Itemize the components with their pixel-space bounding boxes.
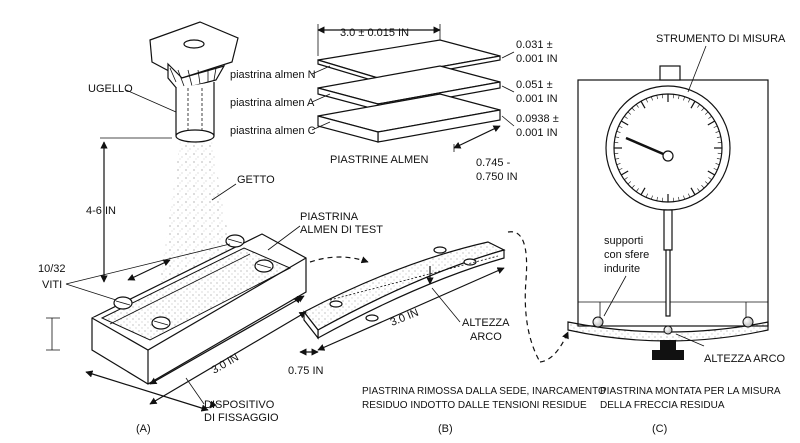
arc-height-c-label: ALTEZZA ARCO: [704, 353, 786, 365]
dial-tick: [678, 196, 680, 201]
almen-strips-stack: 3.0 ± 0.015 IN piastrina almen N piastri…: [230, 24, 559, 183]
dial-tick: [615, 136, 620, 138]
dial-tick: [620, 170, 629, 176]
dial-tick: [651, 96, 653, 101]
thickness-a-label-1: 0.051 ±: [516, 79, 553, 91]
dial-tick: [616, 131, 621, 133]
dial-tick: [716, 158, 721, 160]
supports-label-1: supporti: [604, 235, 643, 247]
panel-b: 3.0 IN 0.75 IN ALTEZZA ARCO PIASTRINA RI…: [288, 231, 606, 435]
screw-size-label: 10/32: [38, 263, 66, 275]
nozzle-label: UGELLO: [88, 83, 133, 95]
dial-tick: [701, 184, 705, 189]
thickness-c-label-1: 0.0938 ±: [516, 113, 559, 125]
dial-tick: [707, 120, 716, 126]
thickness-n-label-1: 0.031 ±: [516, 39, 553, 51]
panel-c: STRUMENTO DI MISURA supporti con sfere i…: [567, 33, 786, 435]
fixture-length-label: 3.0 IN: [210, 352, 241, 377]
test-strip-label-2: ALMEN DI TEST: [300, 224, 383, 236]
dial-tick: [640, 100, 646, 109]
c-caption-2: DELLA FRECCIA RESIDUA: [600, 400, 725, 411]
strip-length-label: 3.0 ± 0.015 IN: [340, 27, 409, 39]
dial-tick: [688, 98, 691, 103]
dial-tick: [701, 107, 705, 112]
dial-tick: [624, 116, 628, 119]
dial-tick: [624, 177, 628, 180]
b-length-label: 3.0 IN: [389, 307, 421, 329]
b-caption-2: RESIDUO INDOTTO DALLE TENSIONI RESIDUE: [362, 400, 587, 411]
dial-tick: [713, 168, 718, 171]
dial-tick: [627, 111, 632, 115]
dial-tick: [704, 181, 709, 185]
strip-c-label: piastrina almen C: [230, 125, 316, 137]
dial-tick: [697, 188, 700, 192]
dial-tick: [697, 104, 700, 108]
thickness-c-label-2: 0.001 IN: [516, 127, 558, 139]
arc-height-label-2: ARCO: [470, 331, 502, 343]
dial-tick: [656, 196, 658, 201]
dial-tick: [708, 177, 712, 180]
strip-n-label: piastrina almen N: [230, 69, 316, 81]
screws-label: VITI: [42, 279, 62, 291]
c-caption-1: PIASTRINA MONTATA PER LA MISURA: [600, 386, 781, 397]
mounted-strip: [567, 321, 769, 342]
dial-tick: [708, 116, 712, 119]
nozzle-icon: [149, 21, 239, 143]
panel-b-label: (B): [438, 423, 453, 435]
dial-tick: [618, 168, 623, 171]
dial-tick: [690, 100, 696, 109]
dial-tick: [636, 104, 639, 108]
arc-height-label-1: ALTEZZA: [462, 317, 510, 329]
dial-gauge-icon: [605, 65, 731, 317]
dial-tick: [690, 187, 696, 196]
dial-tick: [715, 131, 720, 133]
thickness-n-label-2: 0.001 IN: [516, 53, 558, 65]
gauge-title: STRUMENTO DI MISURA: [656, 33, 786, 45]
dial-tick: [651, 195, 653, 200]
dial-tick: [716, 136, 721, 138]
strip-a-label: piastrina almen A: [230, 97, 315, 109]
dial-tick: [688, 193, 691, 198]
dial-tick: [704, 111, 709, 115]
dial-tick: [640, 187, 646, 196]
supports-label-3: indurite: [604, 263, 640, 275]
b-width-label: 0.75 IN: [288, 365, 324, 377]
strip-width-label-1: 0.745 -: [476, 157, 511, 169]
dial-tick: [678, 95, 680, 100]
dial-tick: [620, 120, 629, 126]
dial-tick: [616, 163, 621, 165]
panel-c-label: (C): [652, 423, 667, 435]
dial-tick: [683, 195, 685, 200]
thickness-a-label-2: 0.001 IN: [516, 93, 558, 105]
dial-tick: [636, 188, 639, 192]
dial-tick: [707, 170, 716, 176]
supports-label-2: con sfere: [604, 249, 649, 261]
dial-tick: [627, 181, 632, 185]
strips-title: PIASTRINE ALMEN: [330, 154, 428, 166]
dial-tick: [615, 158, 620, 160]
jet-label: GETTO: [237, 174, 275, 186]
dial-tick: [631, 184, 635, 189]
panel-a: UGELLO GETTO 4-6 IN 10/32 VITI: [38, 21, 383, 435]
dial-tick: [645, 193, 648, 198]
test-strip-label-1: PIASTRINA: [300, 211, 359, 223]
panel-a-label: (A): [136, 423, 151, 435]
dial-tick: [715, 163, 720, 165]
fixture-label-2: DI FISSAGGIO: [204, 412, 279, 424]
dial-tick: [656, 95, 658, 100]
fixture-label-1: DISPOSITIVO: [204, 399, 275, 411]
dial-tick: [683, 96, 685, 101]
b-caption-1: PIASTRINA RIMOSSA DALLA SEDE, INARCAMENT…: [362, 386, 606, 397]
dial-tick: [713, 125, 718, 128]
strip-width-label-2: 0.750 IN: [476, 171, 518, 183]
dial-tick: [631, 107, 635, 112]
distance-label: 4-6 IN: [86, 205, 116, 217]
dial-tick: [618, 125, 623, 128]
dial-tick: [645, 98, 648, 103]
